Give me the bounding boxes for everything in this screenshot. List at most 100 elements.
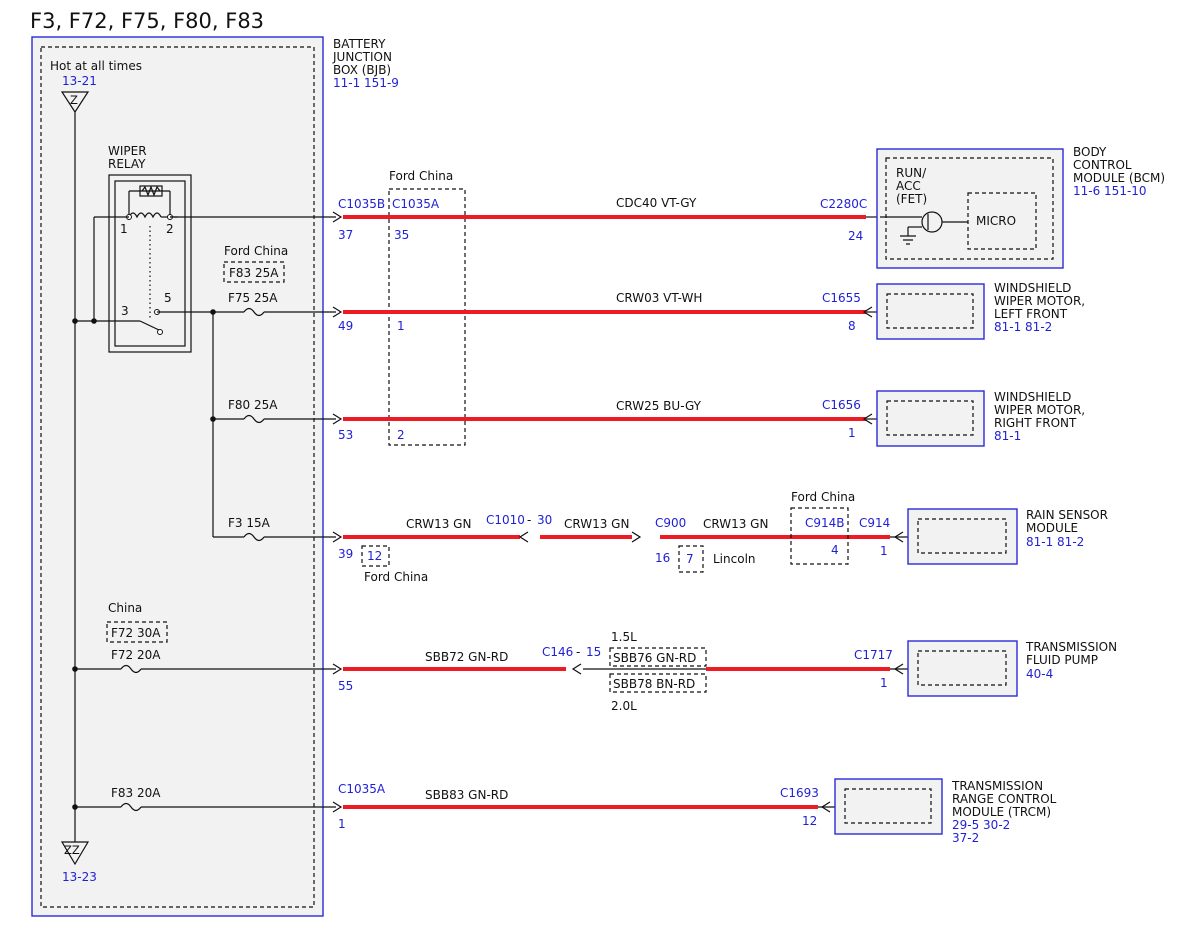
- bcm-inner-box: [885, 157, 1054, 260]
- circuit-rain-sensor: 39 12 Ford China CRW13 GN C1010 - 30 CRW…: [338, 490, 1108, 584]
- ground-icon: [900, 235, 916, 245]
- relay-label-1: WIPER: [108, 144, 147, 158]
- wire-label-sbb83: SBB83 GN-RD: [425, 788, 508, 802]
- engine-2-0l: 2.0L: [611, 699, 637, 713]
- relay-pin-3: 3: [121, 304, 129, 318]
- fuse-f83-icon: [120, 802, 142, 812]
- wml-refs[interactable]: 81-1 81-2: [994, 320, 1052, 334]
- connector-c146[interactable]: C146: [542, 645, 573, 659]
- micro-box: [967, 192, 1037, 250]
- trcm-label-1: TRANSMISSION: [951, 779, 1043, 793]
- pin-2-c1035a: 2: [397, 428, 405, 442]
- bjb-refs[interactable]: 11-1 151-9: [333, 76, 399, 90]
- connector-c2280c[interactable]: C2280C: [820, 197, 867, 211]
- f83-china-fuse: F83 25A: [229, 266, 279, 280]
- ford-china-note: Ford China: [364, 570, 428, 584]
- hot-ref[interactable]: 13-21: [62, 74, 97, 88]
- connector-arrow: [518, 531, 529, 543]
- connector-c1655[interactable]: C1655: [822, 291, 861, 305]
- connector-c1717[interactable]: C1717: [854, 648, 893, 662]
- f72-label: F72 20A: [111, 648, 161, 662]
- connector-c914b[interactable]: C914B: [805, 516, 845, 530]
- wmr-refs[interactable]: 81-1: [994, 429, 1021, 443]
- wire-label-crw13-1: CRW13 GN: [406, 517, 471, 531]
- fluid-pump-box[interactable]: [907, 640, 1018, 697]
- trcm-box[interactable]: [834, 778, 943, 835]
- c914b-box: [790, 507, 849, 565]
- pin-53: 53: [338, 428, 353, 442]
- circuit-fluid-pump: 55 SBB72 GN-RD C146 - 15 1.5L SBB76 GN-R…: [338, 630, 1117, 713]
- c914b-ford-china-label: Ford China: [791, 490, 855, 504]
- circuit-wiper-left: 49 1 CRW03 VT-WH C1655 8 WINDSHIELD WIPE…: [338, 281, 1085, 340]
- tfp-inner-box: [917, 650, 1007, 686]
- relay-pin-5: 5: [164, 291, 172, 305]
- fuse-f80-icon: [243, 414, 265, 424]
- connector-arrow: [862, 306, 873, 318]
- connector-c1010[interactable]: C1010: [486, 513, 525, 527]
- bcm-run: RUN/: [896, 166, 927, 180]
- wire-label-crw03: CRW03 VT-WH: [616, 291, 702, 305]
- coil-winding-icon: [128, 212, 162, 219]
- f83-china-label: Ford China: [224, 244, 288, 258]
- bcm-refs[interactable]: 11-6 151-10: [1073, 184, 1147, 198]
- trcm-label-3: MODULE (TRCM): [952, 805, 1051, 819]
- f72-china-box: [106, 621, 168, 643]
- f75-label: F75 25A: [228, 291, 278, 305]
- c1010-dash: -: [527, 513, 531, 527]
- wmr-label-1: WINDSHIELD: [994, 390, 1071, 404]
- circuit-bcm: Ford China C1035B C1035A 37 35 CDC40 VT-…: [338, 145, 1165, 446]
- connector-arrow: [893, 531, 904, 543]
- trcm-refs-1[interactable]: 29-5 30-2: [952, 818, 1010, 832]
- pin-12-box: [361, 545, 390, 567]
- connector-c1035a-top[interactable]: C1035A: [392, 197, 440, 211]
- connector-c900[interactable]: C900: [655, 516, 686, 530]
- connector-c1656[interactable]: C1656: [822, 398, 861, 412]
- connector-c1693[interactable]: C1693: [780, 786, 819, 800]
- circuit-trcm: C1035A 1 SBB83 GN-RD C1693 12 TRANSMISSI…: [338, 778, 1057, 845]
- rain-label-2: MODULE: [1026, 521, 1078, 535]
- pin-1-c1035a-bottom: 1: [338, 817, 346, 831]
- relay-outer-box: [108, 174, 192, 353]
- connector-arrow: [332, 413, 343, 425]
- pin-1-c914: 1: [880, 544, 888, 558]
- fuse-f72-icon: [120, 664, 142, 674]
- tfp-refs[interactable]: 40-4: [1026, 667, 1053, 681]
- ground-ref[interactable]: 13-23: [62, 870, 97, 884]
- connector-c1035b[interactable]: C1035B: [338, 197, 385, 211]
- pin-1-c1035a: 1: [397, 319, 405, 333]
- pin-12-ford-china: 12: [367, 549, 382, 563]
- wire-label-crw13-2: CRW13 GN: [564, 517, 629, 531]
- wiper-motor-left-box[interactable]: [876, 283, 985, 340]
- fuse-feeds: Ford China F83 25A F75 25A F80 25A F3 15…: [75, 211, 343, 813]
- wml-label-1: WINDSHIELD: [994, 281, 1071, 295]
- rain-refs[interactable]: 81-1 81-2: [1026, 535, 1084, 549]
- wml-inner-box: [886, 293, 974, 329]
- diagram-title: F3, F72, F75, F80, F83: [30, 9, 264, 33]
- connector-c1035a-bottom[interactable]: C1035A: [338, 782, 386, 796]
- resistor-zigzag: [141, 185, 161, 197]
- hot-at-all-times-label: Hot at all times: [50, 59, 142, 73]
- connector-arrow: [332, 663, 343, 675]
- wml-label-2: WIPER MOTOR,: [994, 294, 1085, 308]
- ground-zz-icon: [60, 841, 90, 866]
- c146-dash: -: [576, 645, 580, 659]
- connector-arrow: [332, 531, 343, 543]
- bjb-outline: [31, 36, 324, 917]
- trcm-refs-2[interactable]: 37-2: [952, 831, 979, 845]
- pin-49: 49: [338, 319, 353, 333]
- sbb78-box: [609, 673, 707, 693]
- ford-china-top-label: Ford China: [389, 169, 453, 183]
- f72-china-fuse: F72 30A: [111, 626, 161, 640]
- wiper-motor-right-box[interactable]: [876, 390, 985, 447]
- connector-c914[interactable]: C914: [859, 516, 890, 530]
- fuse-f3-icon: [243, 532, 265, 542]
- bcm-module-box[interactable]: [876, 148, 1064, 269]
- bcm-label-1: BODY: [1073, 145, 1107, 159]
- relay-pin-2: 2: [166, 222, 174, 236]
- rain-sensor-box[interactable]: [907, 508, 1018, 565]
- wire-label-cdc40: CDC40 VT-GY: [616, 196, 697, 210]
- bcm-label-3: MODULE (BCM): [1073, 171, 1165, 185]
- wire-label-crw13-3: CRW13 GN: [703, 517, 768, 531]
- bjb-inner-outline: [40, 46, 315, 908]
